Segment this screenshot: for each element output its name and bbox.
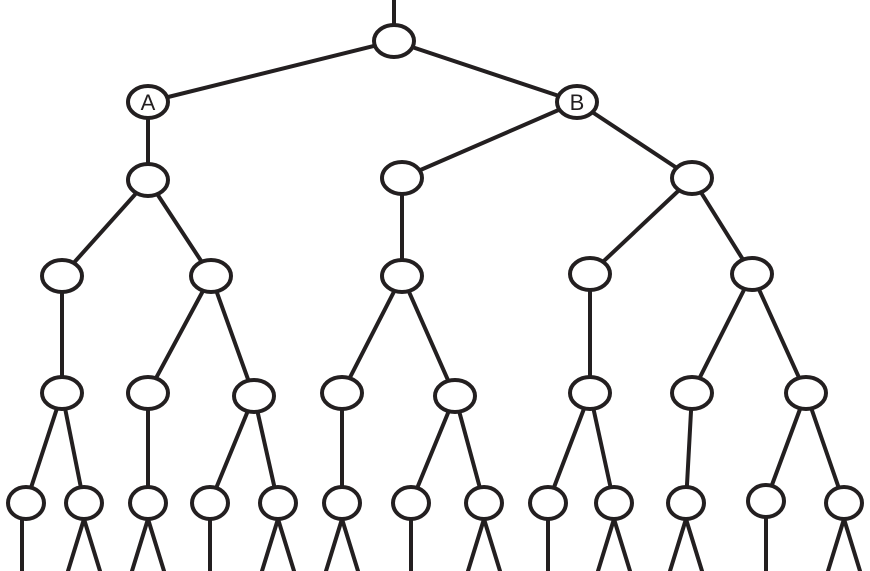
tree-edge-b3-c5 xyxy=(400,274,457,398)
tree-edge-B-b1 xyxy=(400,100,579,180)
tree-edge-root-B xyxy=(392,39,579,104)
tree-node-c8 xyxy=(784,375,828,411)
tree-edge-stub-2 xyxy=(66,517,86,571)
tree-node-d12 xyxy=(746,483,786,519)
tree-node-d2 xyxy=(64,485,104,521)
tree-node-c3 xyxy=(232,378,276,414)
tree-edge-b2-b4 xyxy=(588,176,694,276)
tree-edge-c6-d10 xyxy=(588,391,616,505)
tree-edge-root-A xyxy=(146,39,396,104)
tree-nodes xyxy=(6,23,864,521)
tree-node-a1 xyxy=(126,162,170,198)
tree-edge-c6-d9 xyxy=(546,391,592,505)
tree-node-b4 xyxy=(568,256,612,292)
tree-node-d7 xyxy=(391,485,431,521)
node-label-a: A xyxy=(141,90,156,115)
tree-edge-stub-12 xyxy=(466,517,486,571)
tree-node-d9 xyxy=(528,485,568,521)
tree-node-d10 xyxy=(594,485,634,521)
tree-edge-stub-3 xyxy=(82,517,102,571)
tree-node-c1 xyxy=(40,375,84,411)
tree-edge-c3-d5 xyxy=(252,394,280,505)
tree-edge-b3-c4 xyxy=(340,274,404,395)
tree-edge-c1-d2 xyxy=(60,391,86,505)
tree-node-d8 xyxy=(464,485,504,521)
tree-node-b3 xyxy=(380,258,424,294)
tree-edge-stub-17 xyxy=(668,517,688,571)
tree-node-a2 xyxy=(40,258,84,294)
tree-edge-B-b2 xyxy=(575,100,694,180)
tree-edge-c5-d7 xyxy=(409,394,457,505)
tree-edge-a1-a2 xyxy=(60,178,150,278)
tree-node-c7 xyxy=(670,375,714,411)
tree-edge-c5-d8 xyxy=(453,394,486,505)
tree-node-b5 xyxy=(730,256,774,292)
tree-node-d5 xyxy=(258,485,298,521)
tree-edge-stub-21 xyxy=(842,517,862,571)
tree-node-c2 xyxy=(126,375,170,411)
tree-edge-c3-d4 xyxy=(208,394,256,505)
tree-node-c5 xyxy=(433,378,477,414)
tree-edge-c8-d12 xyxy=(764,391,808,503)
tree-node-d11 xyxy=(666,485,706,521)
tree-edge-stub-9 xyxy=(324,517,344,571)
tree-edges xyxy=(20,0,862,571)
tree-node-root xyxy=(372,23,416,59)
tree-edge-stub-20 xyxy=(826,517,846,571)
tree-node-b1 xyxy=(380,160,424,196)
tree-node-d3 xyxy=(128,485,168,521)
tree-node-c4 xyxy=(320,375,364,411)
tree-edge-stub-15 xyxy=(596,517,616,571)
tree-edge-b5-c7 xyxy=(690,272,754,395)
node-label-b: B xyxy=(570,90,585,115)
tree-node-c6 xyxy=(568,375,612,411)
tree-node-b xyxy=(555,84,599,120)
tree-edge-stub-18 xyxy=(684,517,704,571)
tree-node-a xyxy=(126,84,170,120)
tree-edge-stub-10 xyxy=(340,517,360,571)
tree-node-b2 xyxy=(670,160,714,196)
tree-edge-a1-a3 xyxy=(146,178,213,278)
tree-edge-stub-8 xyxy=(276,517,296,571)
tree-edge-a3-c2 xyxy=(146,274,213,395)
tree-edge-stub-7 xyxy=(260,517,280,571)
tree-edge-stub-13 xyxy=(482,517,502,571)
tree-edge-b5-c8 xyxy=(750,272,808,395)
tree-node-d13 xyxy=(824,485,864,521)
tree-edge-c1-d1 xyxy=(24,391,64,505)
tree-node-d6 xyxy=(322,485,362,521)
tree-edge-a3-c3 xyxy=(209,274,256,398)
tree-node-d1 xyxy=(6,485,46,521)
tree-edge-c8-d13 xyxy=(804,391,846,505)
tree-node-a3 xyxy=(189,258,233,294)
tree-edge-stub-5 xyxy=(146,517,166,571)
tree-edge-stub-16 xyxy=(612,517,632,571)
tree-edge-c7-d11 xyxy=(684,391,694,505)
tree-edge-stub-4 xyxy=(130,517,150,571)
tree-node-d4 xyxy=(190,485,230,521)
